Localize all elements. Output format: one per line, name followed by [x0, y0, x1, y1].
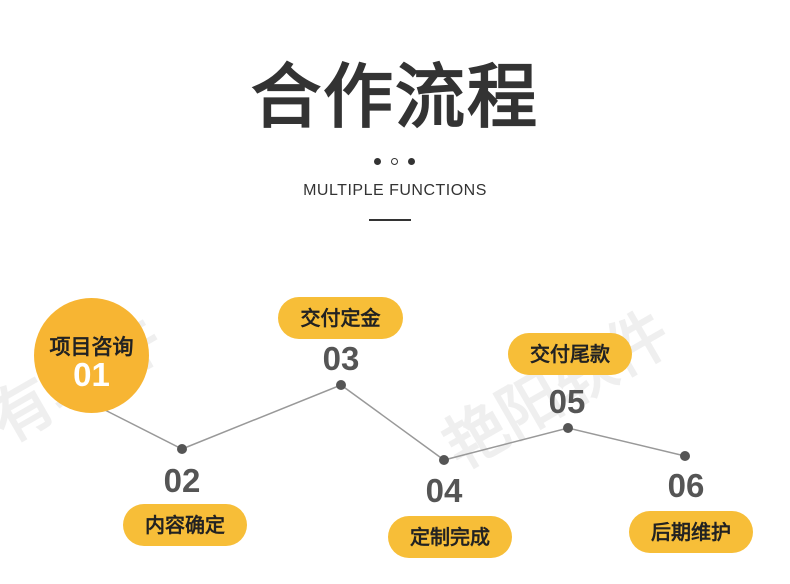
decorative-dots: [372, 156, 418, 168]
step-03-label: 交付定金: [278, 297, 403, 339]
dot-icon: [374, 158, 381, 165]
page-title: 合作流程: [251, 56, 539, 138]
step-03-number: 03: [322, 340, 360, 377]
step-01-label: 项目咨询: [49, 335, 134, 359]
step-01-number: 01: [73, 356, 110, 393]
node-dot-02: [177, 444, 187, 454]
dot-icon: [408, 158, 415, 165]
node-dot-05: [563, 423, 573, 433]
step-02-number: 02: [163, 462, 201, 499]
node-dot-06: [680, 451, 690, 461]
page-subtitle: MULTIPLE FUNCTIONS: [303, 182, 487, 199]
dot-icon: [391, 158, 398, 165]
title-underline: [369, 219, 411, 221]
node-dot-03: [336, 380, 346, 390]
process-connector-line: [94, 384, 686, 461]
step-04-number: 04: [425, 472, 463, 509]
step-06-label: 后期维护: [629, 511, 753, 553]
step-01-circle: 项目咨询 01: [34, 298, 149, 413]
step-04-label: 定制完成: [388, 516, 512, 558]
step-06-number: 06: [667, 467, 705, 504]
node-dot-04: [439, 455, 449, 465]
step-05-number: 05: [548, 383, 586, 420]
step-02-label: 内容确定: [123, 504, 247, 546]
step-05-label: 交付尾款: [508, 333, 632, 375]
